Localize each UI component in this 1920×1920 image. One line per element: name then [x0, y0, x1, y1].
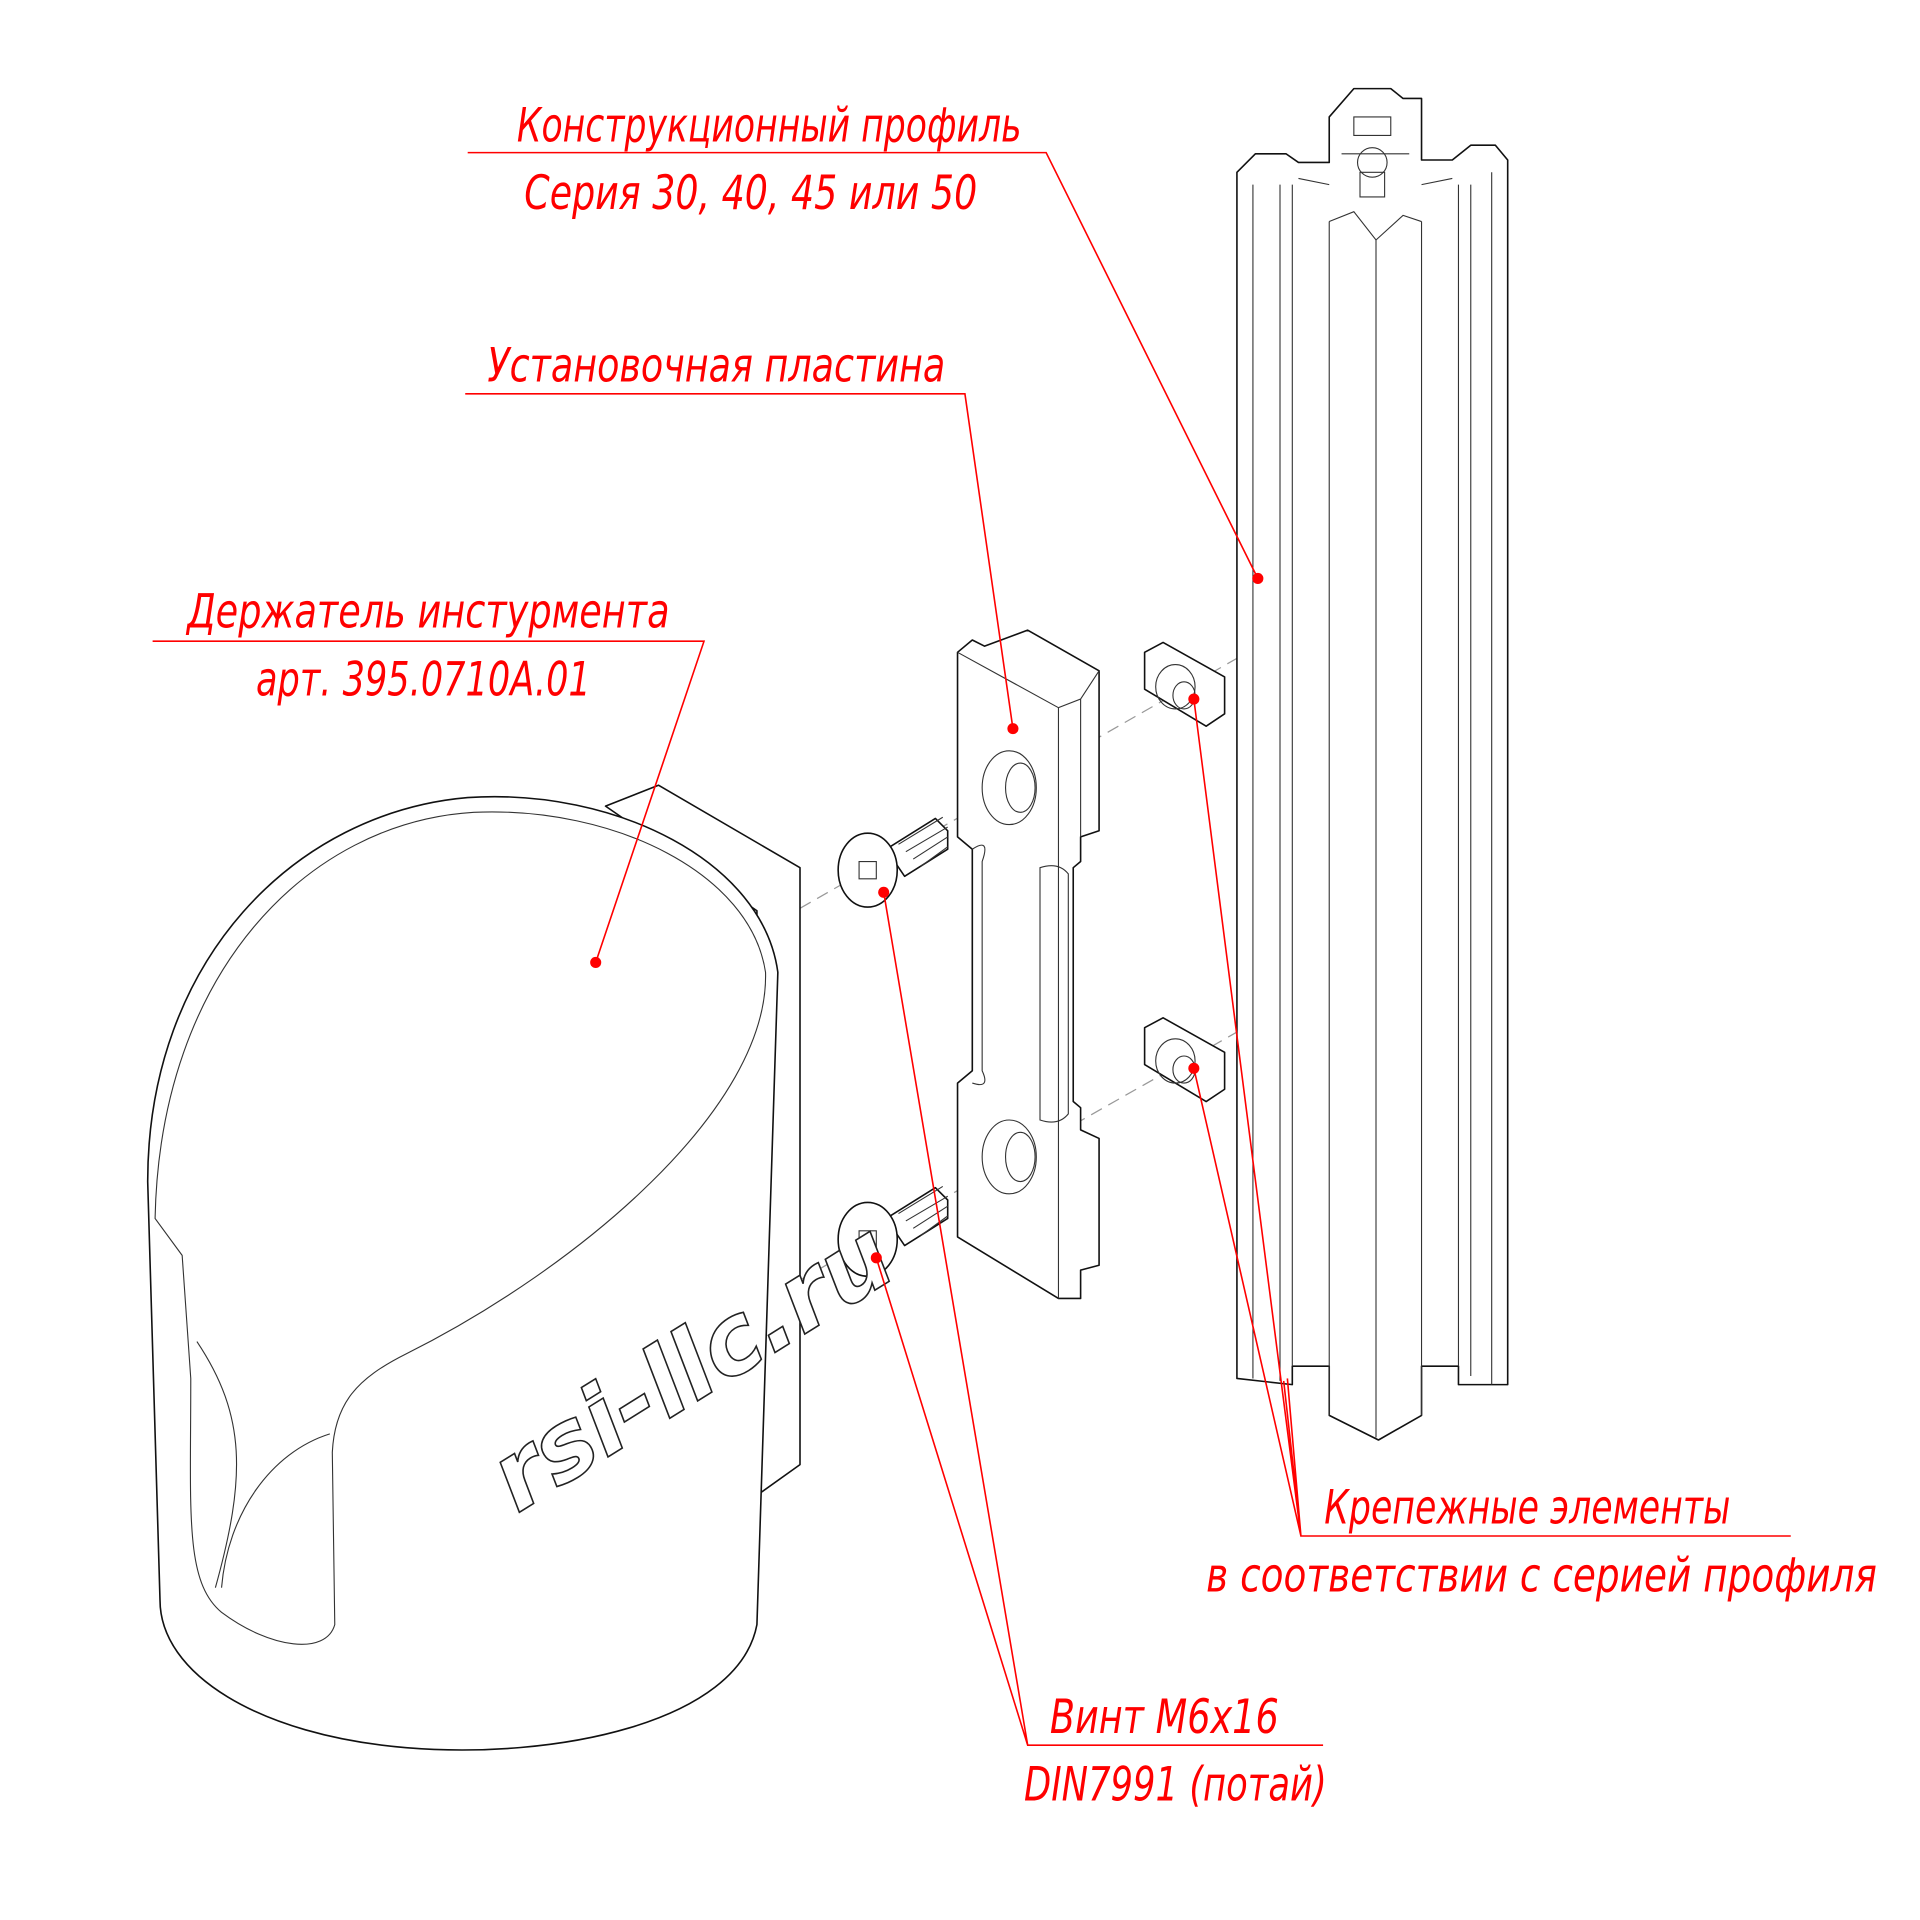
screw-label: Винт M6x16 — [1050, 1691, 1279, 1745]
fasteners-label: Крепежные элементы — [1324, 1482, 1730, 1536]
callout-fasteners: Крепежные элементы в соответствии с сери… — [1188, 693, 1877, 1603]
profile-label: Конструкционный профиль — [517, 100, 1022, 154]
holder-marker — [590, 956, 602, 968]
screw-lower-marker — [870, 1252, 882, 1264]
plate-label: Установочная пластина — [487, 340, 945, 394]
nut-upper-marker — [1188, 693, 1200, 705]
fasteners-note-label: в соответствии с серией профиля — [1206, 1549, 1877, 1603]
holder-label: Держатель инстурмента — [186, 586, 670, 640]
screw-upper-marker — [878, 886, 890, 898]
profile-series-label: Серия 30, 40, 45 или 50 — [524, 167, 977, 221]
callout-holder: Держатель инстурмента арт. 395.0710A.01 — [152, 586, 706, 968]
holder-article-label: арт. 395.0710A.01 — [256, 653, 591, 707]
callout-screw: Винт M6x16 DIN7991 (потай) — [870, 886, 1327, 1813]
extrusion-profile — [1236, 87, 1509, 1441]
screw-lower — [837, 1185, 949, 1278]
callout-plate: Установочная пластина — [465, 340, 1019, 735]
screw-standard-label: DIN7991 (потай) — [1024, 1759, 1327, 1813]
nut-lower-marker — [1188, 1062, 1200, 1074]
tool-holder: rsi-llc.ru — [146, 784, 913, 1751]
t-nut-lower — [1143, 1017, 1226, 1103]
profile-marker — [1252, 572, 1264, 584]
callout-profile: Конструкционный профиль Серия 30, 40, 45… — [467, 100, 1264, 584]
mounting-plate — [956, 629, 1100, 1300]
plate-marker — [1007, 723, 1019, 735]
t-nut-upper — [1143, 641, 1226, 727]
screw-upper — [837, 816, 949, 908]
